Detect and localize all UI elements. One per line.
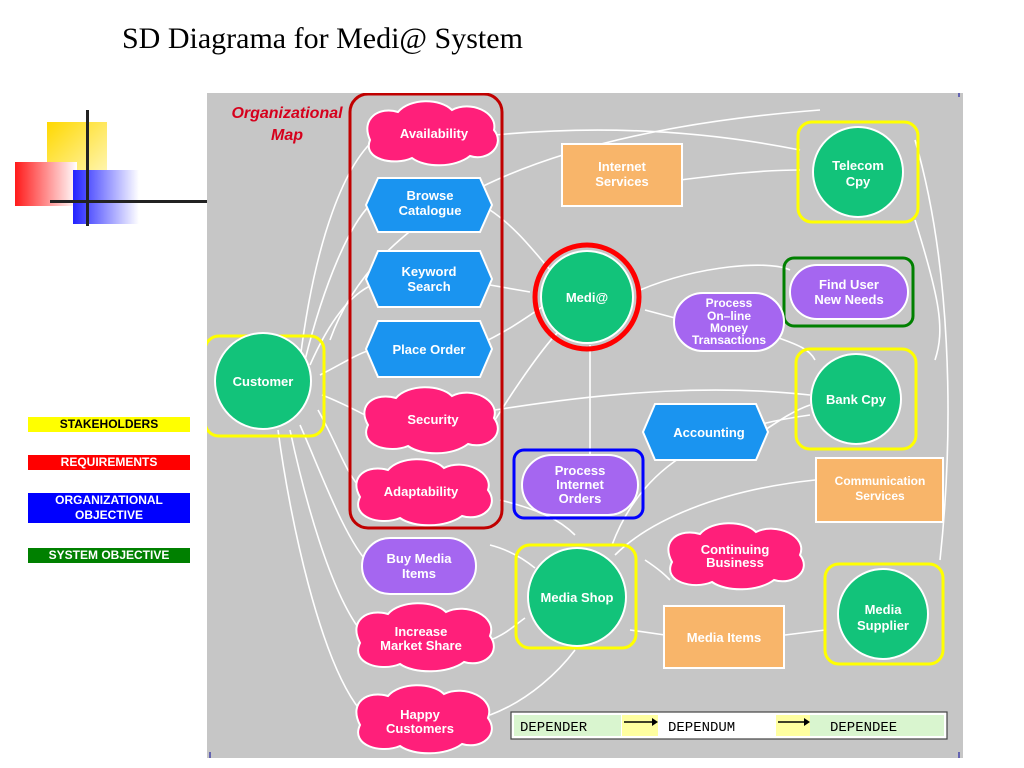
softgoal-availability-label: Availability bbox=[400, 126, 469, 141]
sd-diagram: Organizational Map Customer Medi@ Teleco… bbox=[207, 93, 960, 758]
softgoal-adaptability-label: Adaptability bbox=[384, 484, 459, 499]
softgoal-security-label: Security bbox=[407, 412, 459, 427]
goal-buy-media-items-label-1: Buy Media bbox=[386, 551, 452, 566]
softgoal-security: Security bbox=[363, 386, 499, 455]
goal-buy-media-items: Buy Media Items bbox=[361, 537, 477, 595]
system-objective-frame bbox=[782, 256, 915, 328]
resource-internet-services-label-2: Services bbox=[595, 174, 649, 189]
legend-stakeholders-label: STAKEHOLDERS bbox=[59, 417, 159, 431]
decor-red-square bbox=[15, 162, 77, 206]
actor-media-supplier-label-2: Supplier bbox=[857, 618, 909, 633]
actor-customer-label: Customer bbox=[233, 374, 294, 389]
legend-requirements-label: REQUIREMENTS bbox=[60, 455, 158, 469]
actor-medi: Medi@ bbox=[532, 242, 642, 352]
legend-requirements: REQUIREMENTS bbox=[28, 455, 190, 470]
key-arrow-2-head bbox=[804, 718, 810, 726]
task-keyword-search-label-1: Keyword bbox=[402, 264, 457, 279]
resource-communication-services-label-1: Communication bbox=[835, 474, 926, 488]
diagram-canvas: Organizational Map Customer Medi@ Teleco… bbox=[207, 93, 963, 758]
task-keyword-search: Keyword Search bbox=[364, 250, 494, 308]
canvas-corner-marks bbox=[209, 93, 960, 758]
resource-media-items: Media Items bbox=[663, 605, 785, 669]
task-browse-catalogue-label-1: Browse bbox=[407, 188, 454, 203]
softgoal-continuing-business-label-1: Continuing bbox=[701, 542, 770, 557]
legend-organizational-objective-label: ORGANIZATIONAL OBJECTIVE bbox=[55, 493, 163, 522]
softgoal-adaptability: Adaptability bbox=[355, 458, 493, 527]
legend-organizational-objective: ORGANIZATIONAL OBJECTIVE bbox=[28, 493, 190, 523]
goal-find-user-new-needs-label-1: Find User bbox=[819, 277, 879, 292]
actor-telecom-label-2: Cpy bbox=[846, 174, 871, 189]
goal-find-user-new-needs-label-2: New Needs bbox=[814, 292, 883, 307]
slide-title: SD Diagrama for Medi@ System bbox=[122, 22, 523, 55]
goal-process-transactions-label-1: Process bbox=[706, 296, 753, 310]
decor-horizontal-line bbox=[50, 200, 207, 203]
stakeholder-frame-media-shop bbox=[514, 543, 638, 650]
task-browse-catalogue-label-2: Catalogue bbox=[399, 203, 462, 218]
goal-process-transactions-label-2: On–line bbox=[707, 309, 751, 323]
stakeholder-frame-bank bbox=[794, 347, 918, 451]
softgoal-increase-market-share-label-2: Market Share bbox=[380, 638, 462, 653]
actor-media-shop-label: Media Shop bbox=[541, 590, 614, 605]
softgoal-happy-customers: Happy Customers bbox=[355, 684, 493, 755]
legend-stakeholders: STAKEHOLDERS bbox=[28, 417, 190, 432]
stakeholder-frame-telecom bbox=[796, 120, 920, 224]
softgoal-continuing-business-label-2: Business bbox=[706, 555, 764, 570]
actor-bank: Bank Cpy bbox=[810, 353, 902, 445]
resource-media-items-label: Media Items bbox=[687, 630, 761, 645]
actor-medi-label: Medi@ bbox=[566, 290, 608, 305]
goal-process-internet-orders: Process Internet Orders bbox=[521, 454, 639, 516]
key-dependum: DEPENDUM bbox=[668, 720, 735, 736]
actor-bank-label: Bank Cpy bbox=[826, 392, 887, 407]
task-place-order-label: Place Order bbox=[393, 342, 466, 357]
actor-media-supplier: Media Supplier bbox=[837, 568, 929, 660]
actor-telecom: Telecom Cpy bbox=[812, 126, 904, 218]
legend-system-objective-label: SYSTEM OBJECTIVE bbox=[48, 548, 170, 562]
goal-buy-media-items-label-2: Items bbox=[402, 566, 436, 581]
resource-communication-services-label-2: Services bbox=[855, 489, 905, 503]
decor-vertical-line bbox=[86, 110, 89, 226]
goal-process-internet-orders-label-1: Process bbox=[555, 463, 606, 478]
legend-system-objective: SYSTEM OBJECTIVE bbox=[28, 548, 190, 563]
task-keyword-search-label-2: Search bbox=[407, 279, 450, 294]
org-objective-frame bbox=[512, 448, 645, 520]
organizational-map-label-line1: Organizational bbox=[231, 105, 343, 122]
goal-process-transactions-label-3: Money bbox=[710, 321, 748, 335]
softgoal-increase-market-share-label-1: Increase bbox=[395, 624, 448, 639]
decor-blue-square bbox=[73, 170, 139, 224]
task-accounting: Accounting bbox=[641, 403, 770, 461]
resource-internet-services: Internet Services bbox=[561, 143, 683, 207]
goal-process-transactions-label-4: Transactions bbox=[692, 333, 766, 347]
task-browse-catalogue: Browse Catalogue bbox=[364, 177, 494, 233]
goal-process-internet-orders-label-2: Internet bbox=[556, 477, 604, 492]
goal-process-internet-orders-label-3: Orders bbox=[559, 491, 602, 506]
dependency-key: DEPENDER DEPENDUM DEPENDEE bbox=[510, 711, 948, 740]
actor-telecom-label-1: Telecom bbox=[832, 158, 884, 173]
organizational-map-label-line2: Map bbox=[271, 127, 303, 144]
actor-media-supplier-label-1: Media bbox=[865, 602, 903, 617]
resource-communication-services: Communication Services bbox=[815, 457, 944, 523]
goal-find-user-new-needs: Find User New Needs bbox=[789, 264, 909, 320]
softgoal-availability: Availability bbox=[366, 100, 499, 167]
softgoal-continuing-business: Continuing Business bbox=[667, 522, 805, 591]
softgoal-happy-customers-label-1: Happy bbox=[400, 707, 441, 722]
actor-customer: Customer bbox=[214, 332, 312, 430]
key-arrow-1-head bbox=[652, 718, 658, 726]
softgoal-happy-customers-label-2: Customers bbox=[386, 721, 454, 736]
requirements-frame bbox=[348, 93, 504, 530]
actor-media-shop: Media Shop bbox=[527, 547, 627, 647]
goal-process-transactions: Process On–line Money Transactions bbox=[673, 292, 785, 352]
resource-internet-services-label-1: Internet bbox=[598, 159, 646, 174]
key-dependee: DEPENDEE bbox=[830, 720, 897, 736]
task-place-order: Place Order bbox=[364, 320, 494, 378]
dependency-links bbox=[277, 109, 949, 716]
key-depender: DEPENDER bbox=[520, 720, 588, 736]
stakeholder-frame-media-supplier bbox=[823, 562, 945, 666]
task-accounting-label: Accounting bbox=[673, 425, 745, 440]
softgoal-increase-market-share: Increase Market Share bbox=[355, 602, 495, 673]
